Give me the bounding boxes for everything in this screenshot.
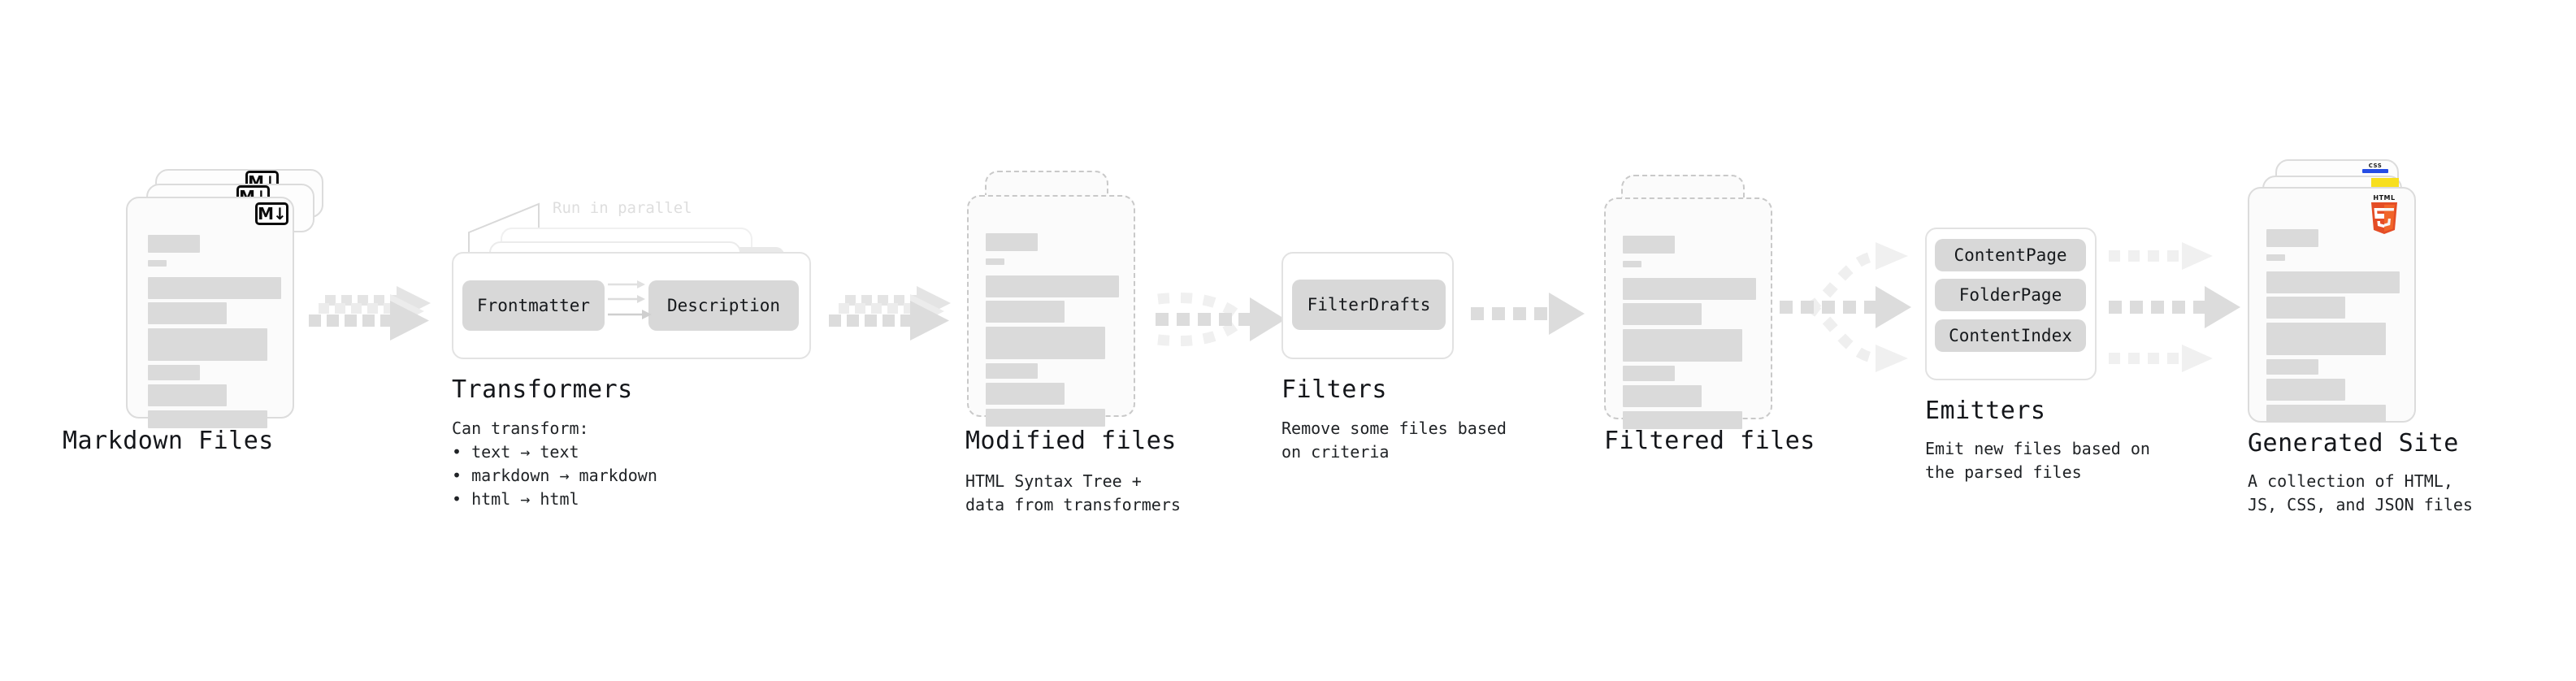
content-bar [2266, 405, 2386, 423]
html5-badge-label: HTML [2373, 194, 2396, 202]
stage-title-modified-files: Modified files [965, 427, 1177, 455]
stage-title-transformers: Transformers [452, 375, 633, 404]
html5-badge: HTML [2368, 194, 2400, 235]
emitter-pill-folderpage-label: FolderPage [1958, 285, 2062, 305]
content-bar [1623, 278, 1756, 300]
content-bar [986, 363, 1038, 379]
html5-badge-shield [2371, 202, 2397, 234]
connector-transformers-to-modified [829, 286, 951, 340]
content-bar [1623, 329, 1742, 362]
markdown-file-card-front [126, 197, 294, 428]
connector-md-to-transformers [309, 286, 431, 340]
stage-title-markdown-files: Markdown Files [63, 427, 274, 455]
transformer-pill-frontmatter-label: Frontmatter [476, 296, 591, 315]
filter-pill-filterdrafts-label: FilterDrafts [1307, 295, 1431, 314]
content-bar [1623, 385, 1702, 407]
content-bar [986, 383, 1065, 405]
stage-title-emitters: Emitters [1925, 397, 2046, 425]
content-bar [2266, 297, 2345, 319]
content-bar [148, 384, 227, 406]
emitter-pill-contentpage[interactable]: ContentPage [1935, 239, 2086, 271]
css3-badge: CSS [2362, 163, 2388, 173]
markdown-badge-label: M↓ [258, 204, 287, 223]
content-bar [2266, 229, 2318, 247]
css3-badge-bar [2362, 169, 2388, 173]
stage-desc-filters: Remove some files based on criteria [1281, 419, 1507, 462]
modified-file-card-front [967, 195, 1135, 427]
transformer-pill-description[interactable]: Description [648, 280, 799, 331]
content-bar [986, 409, 1105, 427]
transformer-pill-frontmatter[interactable]: Frontmatter [462, 280, 605, 331]
content-bar [1623, 261, 1641, 267]
filtered-file-card-front [1604, 197, 1772, 429]
emitter-pill-contentindex-label: ContentIndex [1949, 326, 2072, 345]
content-bar [986, 233, 1038, 251]
content-bar [148, 260, 167, 267]
stage-desc-modified-files: HTML Syntax Tree + data from transformer… [965, 471, 1181, 514]
content-bar [986, 327, 1105, 359]
content-bar [2266, 379, 2345, 401]
run-in-parallel-label: Run in parallel [553, 199, 692, 217]
content-bar [2266, 271, 2400, 293]
stage-desc-generated-site: A collection of HTML, JS, CSS, and JSON … [2248, 471, 2473, 514]
stage-title-filters: Filters [1281, 375, 1387, 404]
content-bar [2266, 359, 2318, 375]
stage-title-filtered-files: Filtered files [1604, 427, 1815, 455]
stage-desc-transformers: Can transform: • text → text • markdown … [452, 419, 657, 509]
content-bar [1623, 411, 1742, 429]
filter-pill-filterdrafts[interactable]: FilterDrafts [1292, 280, 1446, 330]
transformer-pill-description-label: Description [666, 296, 781, 315]
stage-desc-emitters: Emit new files based on the parsed files [1925, 439, 2150, 482]
run-in-parallel-pointer [468, 202, 540, 253]
content-bar [148, 365, 200, 380]
css3-badge-label: CSS [2368, 163, 2383, 169]
content-bar [986, 275, 1119, 297]
content-bar [986, 258, 1004, 265]
stage-title-generated-site: Generated Site [2248, 429, 2459, 458]
markdown-badge: M↓ [255, 202, 288, 225]
emitter-pill-contentpage-label: ContentPage [1954, 245, 2067, 265]
content-bar [986, 301, 1065, 323]
content-bar [148, 235, 200, 253]
content-bar [1623, 236, 1675, 254]
connector-emitters-to-site [2109, 242, 2240, 372]
content-bar [2266, 323, 2386, 355]
connector-filters-to-filtered [1471, 293, 1585, 335]
content-bar [1623, 303, 1702, 325]
content-bar [148, 410, 267, 428]
emitter-pill-folderpage[interactable]: FolderPage [1935, 279, 2086, 311]
content-bar [1623, 366, 1675, 381]
content-bar [148, 277, 281, 299]
content-bar [2266, 254, 2285, 261]
transformer-inner-arrows [608, 280, 652, 319]
connector-filtered-to-emitters [1780, 242, 1911, 372]
connector-modified-to-filters [1156, 292, 1286, 347]
content-bar [148, 328, 267, 361]
emitter-pill-contentindex[interactable]: ContentIndex [1935, 319, 2086, 352]
content-bar [148, 302, 227, 324]
